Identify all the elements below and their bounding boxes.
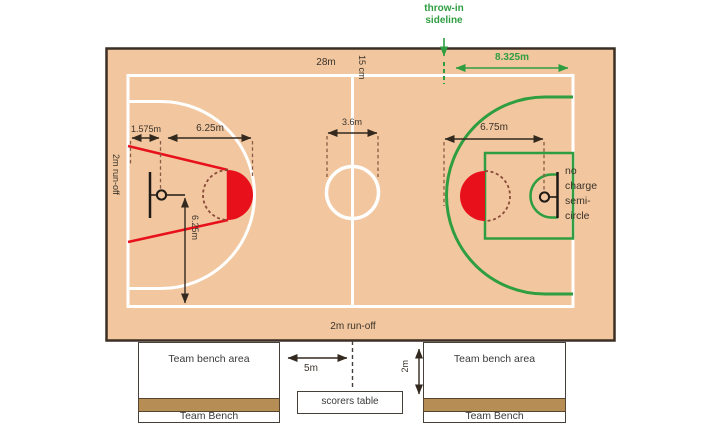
centre-circle bbox=[324, 164, 381, 221]
scorers-table: scorers table bbox=[297, 391, 403, 414]
team-bench-right-label: Team Bench bbox=[465, 410, 524, 422]
runoff-baseline-label: 2m run-off bbox=[330, 321, 376, 332]
three-point-right-label: 6.75m bbox=[480, 122, 508, 133]
table-depth-label: 2m bbox=[400, 360, 410, 373]
centre-circle-diameter-label: 3.6m bbox=[341, 117, 363, 127]
line-width-label: 15 cm bbox=[356, 55, 367, 80]
throw-in-sideline-label-line1: throw-in bbox=[424, 3, 464, 14]
court-length-label: 28m bbox=[316, 57, 336, 68]
throw-in-sideline-label-line2: sideline bbox=[425, 15, 463, 26]
team-bench-right-bar bbox=[423, 398, 566, 412]
three-point-line-right bbox=[445, 95, 573, 296]
dimension-leader-lines bbox=[129, 136, 545, 206]
throw-in-sideline-label: throw-in sideline bbox=[424, 3, 463, 27]
team-bench-area-right-label: Team bench area bbox=[453, 353, 536, 365]
no-charge-label-line2: charge bbox=[565, 180, 598, 192]
throw-in-distance-label: 8.325m bbox=[495, 52, 529, 63]
bench-to-centre-label: 5m bbox=[304, 363, 318, 374]
no-charge-label-line3: semi- bbox=[565, 195, 591, 207]
no-charge-semicircle bbox=[529, 173, 558, 219]
three-point-left-label: 6.25m bbox=[196, 123, 224, 134]
backboard-offset-label: 1.575m bbox=[130, 124, 162, 134]
free-throw-semicircle-right-solid bbox=[460, 171, 485, 221]
team-bench-left-label: Team Bench bbox=[179, 410, 239, 422]
no-charge-label: no charge semi- circle bbox=[565, 164, 597, 224]
team-bench-left-bar bbox=[138, 398, 280, 412]
team-bench-area-right: Team bench area Team Bench bbox=[423, 342, 566, 423]
three-point-left-vertical-label: 6.25m bbox=[189, 215, 200, 241]
no-charge-label-line4: circle bbox=[565, 210, 590, 222]
no-charge-label-line1: no bbox=[565, 165, 577, 177]
free-throw-semicircle-left-dashed bbox=[202, 169, 229, 221]
dimension-arrows bbox=[131, 129, 544, 395]
three-point-line-left bbox=[128, 100, 256, 290]
team-bench-area-left-label: Team bench area bbox=[168, 353, 250, 365]
team-bench-area-left: Team bench area Team Bench bbox=[138, 342, 280, 423]
rim-right bbox=[538, 191, 551, 203]
free-throw-semicircle-left-solid bbox=[228, 170, 253, 220]
rim-left bbox=[155, 189, 168, 201]
free-throw-semicircle-right-dashed bbox=[484, 170, 511, 222]
runoff-side-label: 2m run-off bbox=[110, 154, 121, 195]
